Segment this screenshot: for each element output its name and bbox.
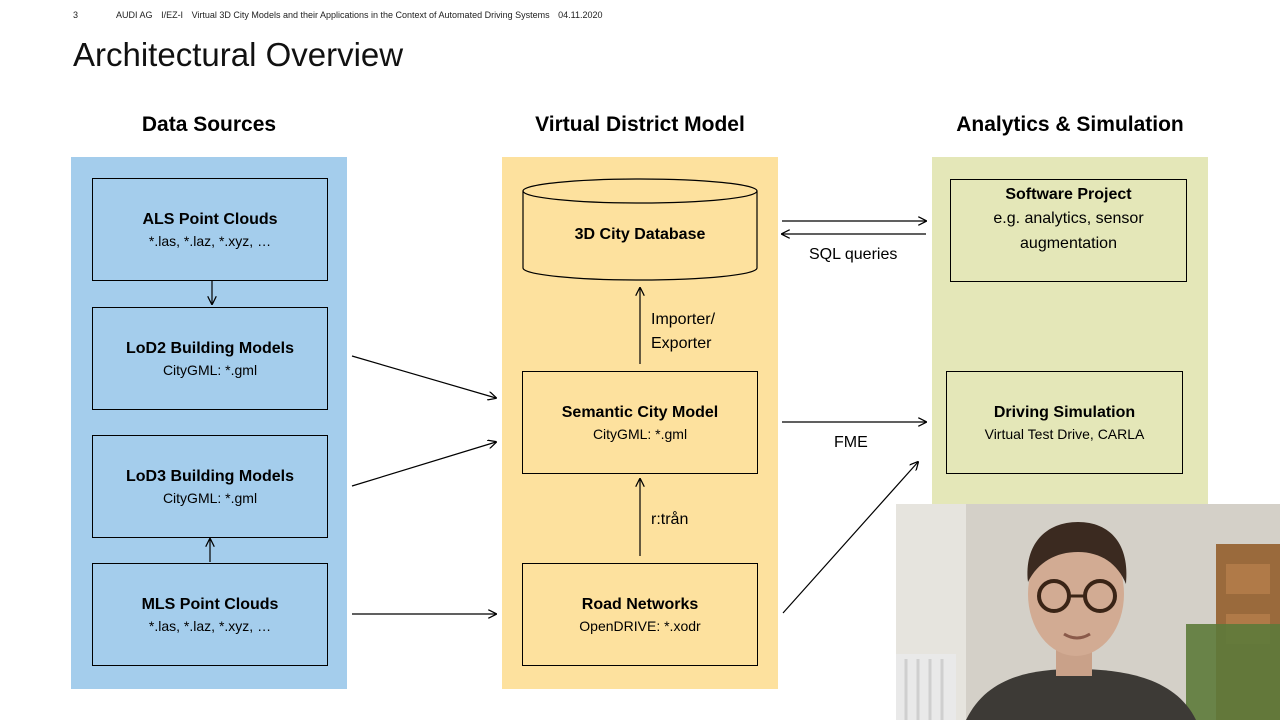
importer-label-line1: Importer/	[651, 311, 716, 328]
road-subtitle: OpenDRIVE: *.xodr	[579, 617, 701, 634]
column-heading-virtual-district-model: Virtual District Model	[535, 113, 745, 136]
software-subtitle-line1: e.g. analytics, sensor	[993, 210, 1144, 227]
als-title: ALS Point Clouds	[142, 210, 278, 228]
software-subtitle-line2: augmentation	[1020, 235, 1117, 252]
importer-exporter-label: Importer/ Exporter	[651, 308, 715, 356]
department: I/EZ-I	[161, 10, 184, 20]
software-project-box: Software Project e.g. analytics, sensor …	[950, 179, 1187, 282]
lod2-title: LoD2 Building Models	[126, 339, 294, 357]
lod2-subtitle: CityGML: *.gml	[162, 361, 258, 378]
company-name: AUDI AG	[116, 10, 153, 20]
driving-title: Driving Simulation	[993, 403, 1136, 421]
road-networks-box: Road Networks OpenDRIVE: *.xodr	[522, 563, 758, 666]
importer-label-line2: Exporter	[651, 335, 712, 352]
lod3-subtitle: CityGML: *.gml	[162, 489, 258, 506]
mls-point-clouds-box: MLS Point Clouds *.las, *.laz, *.xyz, …	[92, 563, 328, 666]
mls-title: MLS Point Clouds	[141, 595, 279, 613]
talk-title: Virtual 3D City Models and their Applica…	[191, 10, 550, 20]
fme-label: FME	[834, 434, 868, 451]
road-title: Road Networks	[581, 595, 699, 613]
software-title: Software Project	[1005, 186, 1132, 203]
als-subtitle: *.las, *.laz, *.xyz, …	[148, 232, 272, 249]
lod2-building-models-box: LoD2 Building Models CityGML: *.gml	[92, 307, 328, 410]
slide-header: 3 AUDI AG I/EZ-I Virtual 3D City Models …	[73, 10, 609, 20]
sql-queries-label: SQL queries	[809, 246, 898, 263]
talk-date: 04.11.2020	[558, 10, 603, 20]
column-heading-data-sources: Data Sources	[141, 113, 277, 136]
rtran-label: r:trån	[651, 511, 689, 528]
semantic-title: Semantic City Model	[561, 403, 719, 421]
als-point-clouds-box: ALS Point Clouds *.las, *.laz, *.xyz, …	[92, 178, 328, 281]
presenter-webcam-video	[896, 504, 1280, 720]
column-heading-analytics-simulation: Analytics & Simulation	[956, 113, 1184, 136]
slide-title: Architectural Overview	[73, 36, 404, 73]
presenter-image	[896, 504, 1280, 720]
page-number: 3	[73, 10, 79, 20]
semantic-city-model-box: Semantic City Model CityGML: *.gml	[522, 371, 758, 474]
semantic-subtitle: CityGML: *.gml	[592, 425, 688, 442]
mls-subtitle: *.las, *.laz, *.xyz, …	[148, 617, 272, 634]
driving-subtitle: Virtual Test Drive, CARLA	[984, 425, 1145, 442]
lod3-building-models-box: LoD3 Building Models CityGML: *.gml	[92, 435, 328, 538]
database-title: 3D City Database	[574, 226, 706, 243]
arrow-lod3-to-semantic	[351, 442, 496, 487]
lod3-title: LoD3 Building Models	[126, 467, 294, 485]
driving-simulation-box: Driving Simulation Virtual Test Drive, C…	[946, 371, 1183, 474]
arrow-lod2-to-semantic	[351, 355, 496, 398]
